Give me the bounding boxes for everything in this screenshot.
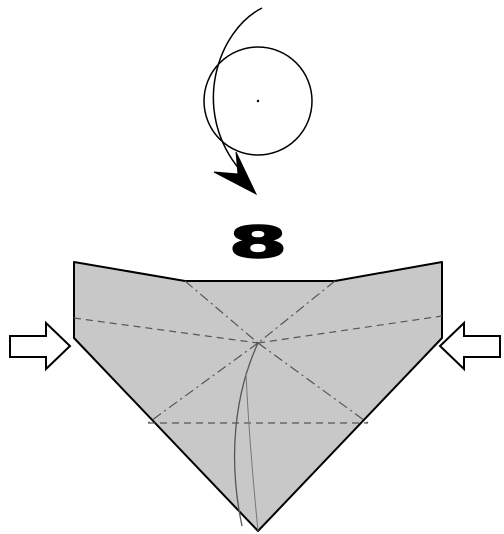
center-curve-line-inner <box>245 371 259 532</box>
step-number: 8 <box>229 217 288 268</box>
mountain-fold-lines <box>147 280 369 424</box>
center-curve-line <box>233 342 259 527</box>
diagonal-fold-line-top-left <box>184 280 259 344</box>
push-arrow-right-icon <box>9 320 72 372</box>
rotation-center-dot <box>256 99 260 103</box>
paper-model <box>73 261 443 532</box>
push-arrow-left-icon <box>438 320 501 372</box>
rotation-arc <box>212 7 263 171</box>
valley-fold-lines <box>73 315 443 424</box>
turn-over-arrow-icon <box>203 7 313 196</box>
horizontal-fold-line-upper-left <box>73 317 259 344</box>
rotation-circle <box>203 46 313 156</box>
diagonal-fold-line-top-right <box>257 280 336 344</box>
diagonal-fold-line-bottom-left <box>147 342 259 424</box>
rotation-arrowhead <box>213 151 258 196</box>
diagonal-fold-line-bottom-right <box>257 342 369 424</box>
paper-shape <box>73 261 443 532</box>
horizontal-fold-line-upper-right <box>257 315 443 344</box>
